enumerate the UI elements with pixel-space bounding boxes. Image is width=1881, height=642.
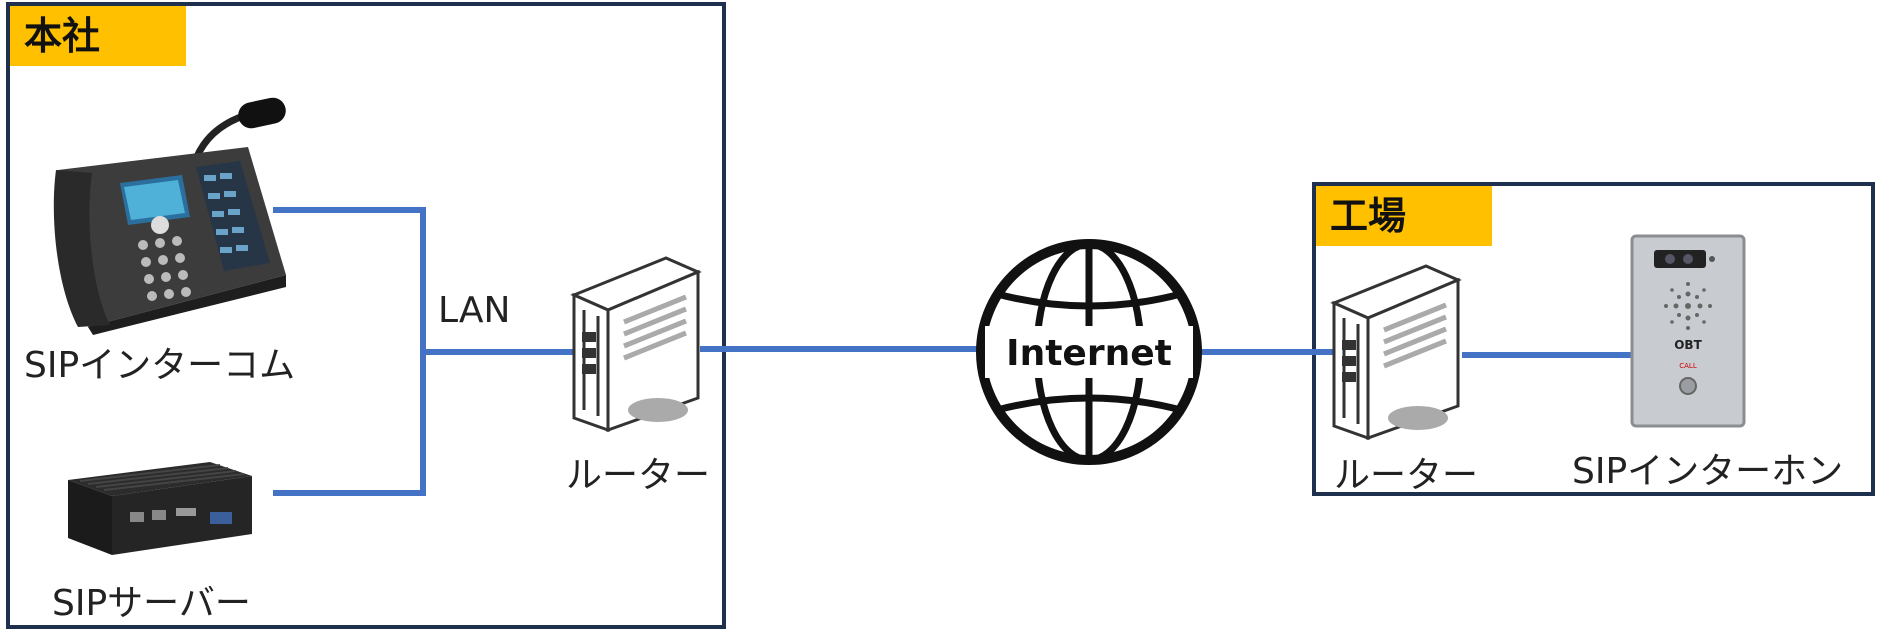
internet-globe-icon: Internet xyxy=(976,239,1202,465)
hq-site-title: 本社 xyxy=(10,6,186,66)
sip-intercom-phone-icon xyxy=(53,97,286,335)
wire-intercom-to-lan xyxy=(273,207,426,496)
sip-server-box-icon xyxy=(68,462,252,555)
interphone-call-button xyxy=(1679,377,1697,395)
interphone-brand-label: OBT xyxy=(1674,338,1702,352)
interphone-call-label: CALL xyxy=(1679,362,1697,370)
sip-interphone-label: SIPインターホン xyxy=(1572,451,1844,492)
factory-site-title: 工場 xyxy=(1316,186,1492,246)
hq-site-frame xyxy=(6,2,726,629)
sip-interphone-panel-icon: OBT CALL xyxy=(1630,234,1746,428)
router-icon-factory xyxy=(1330,264,1462,441)
router-label-factory: ルーター xyxy=(1334,455,1479,496)
internet-label: Internet xyxy=(1006,333,1172,374)
router-label-hq: ルーター xyxy=(566,455,711,496)
sip-server-label: SIPサーバー xyxy=(52,583,251,624)
sip-intercom-label: SIPインターコム xyxy=(24,345,296,386)
router-icon-hq xyxy=(570,256,702,433)
factory-site-frame xyxy=(1312,182,1875,496)
lan-label: LAN xyxy=(438,290,511,331)
